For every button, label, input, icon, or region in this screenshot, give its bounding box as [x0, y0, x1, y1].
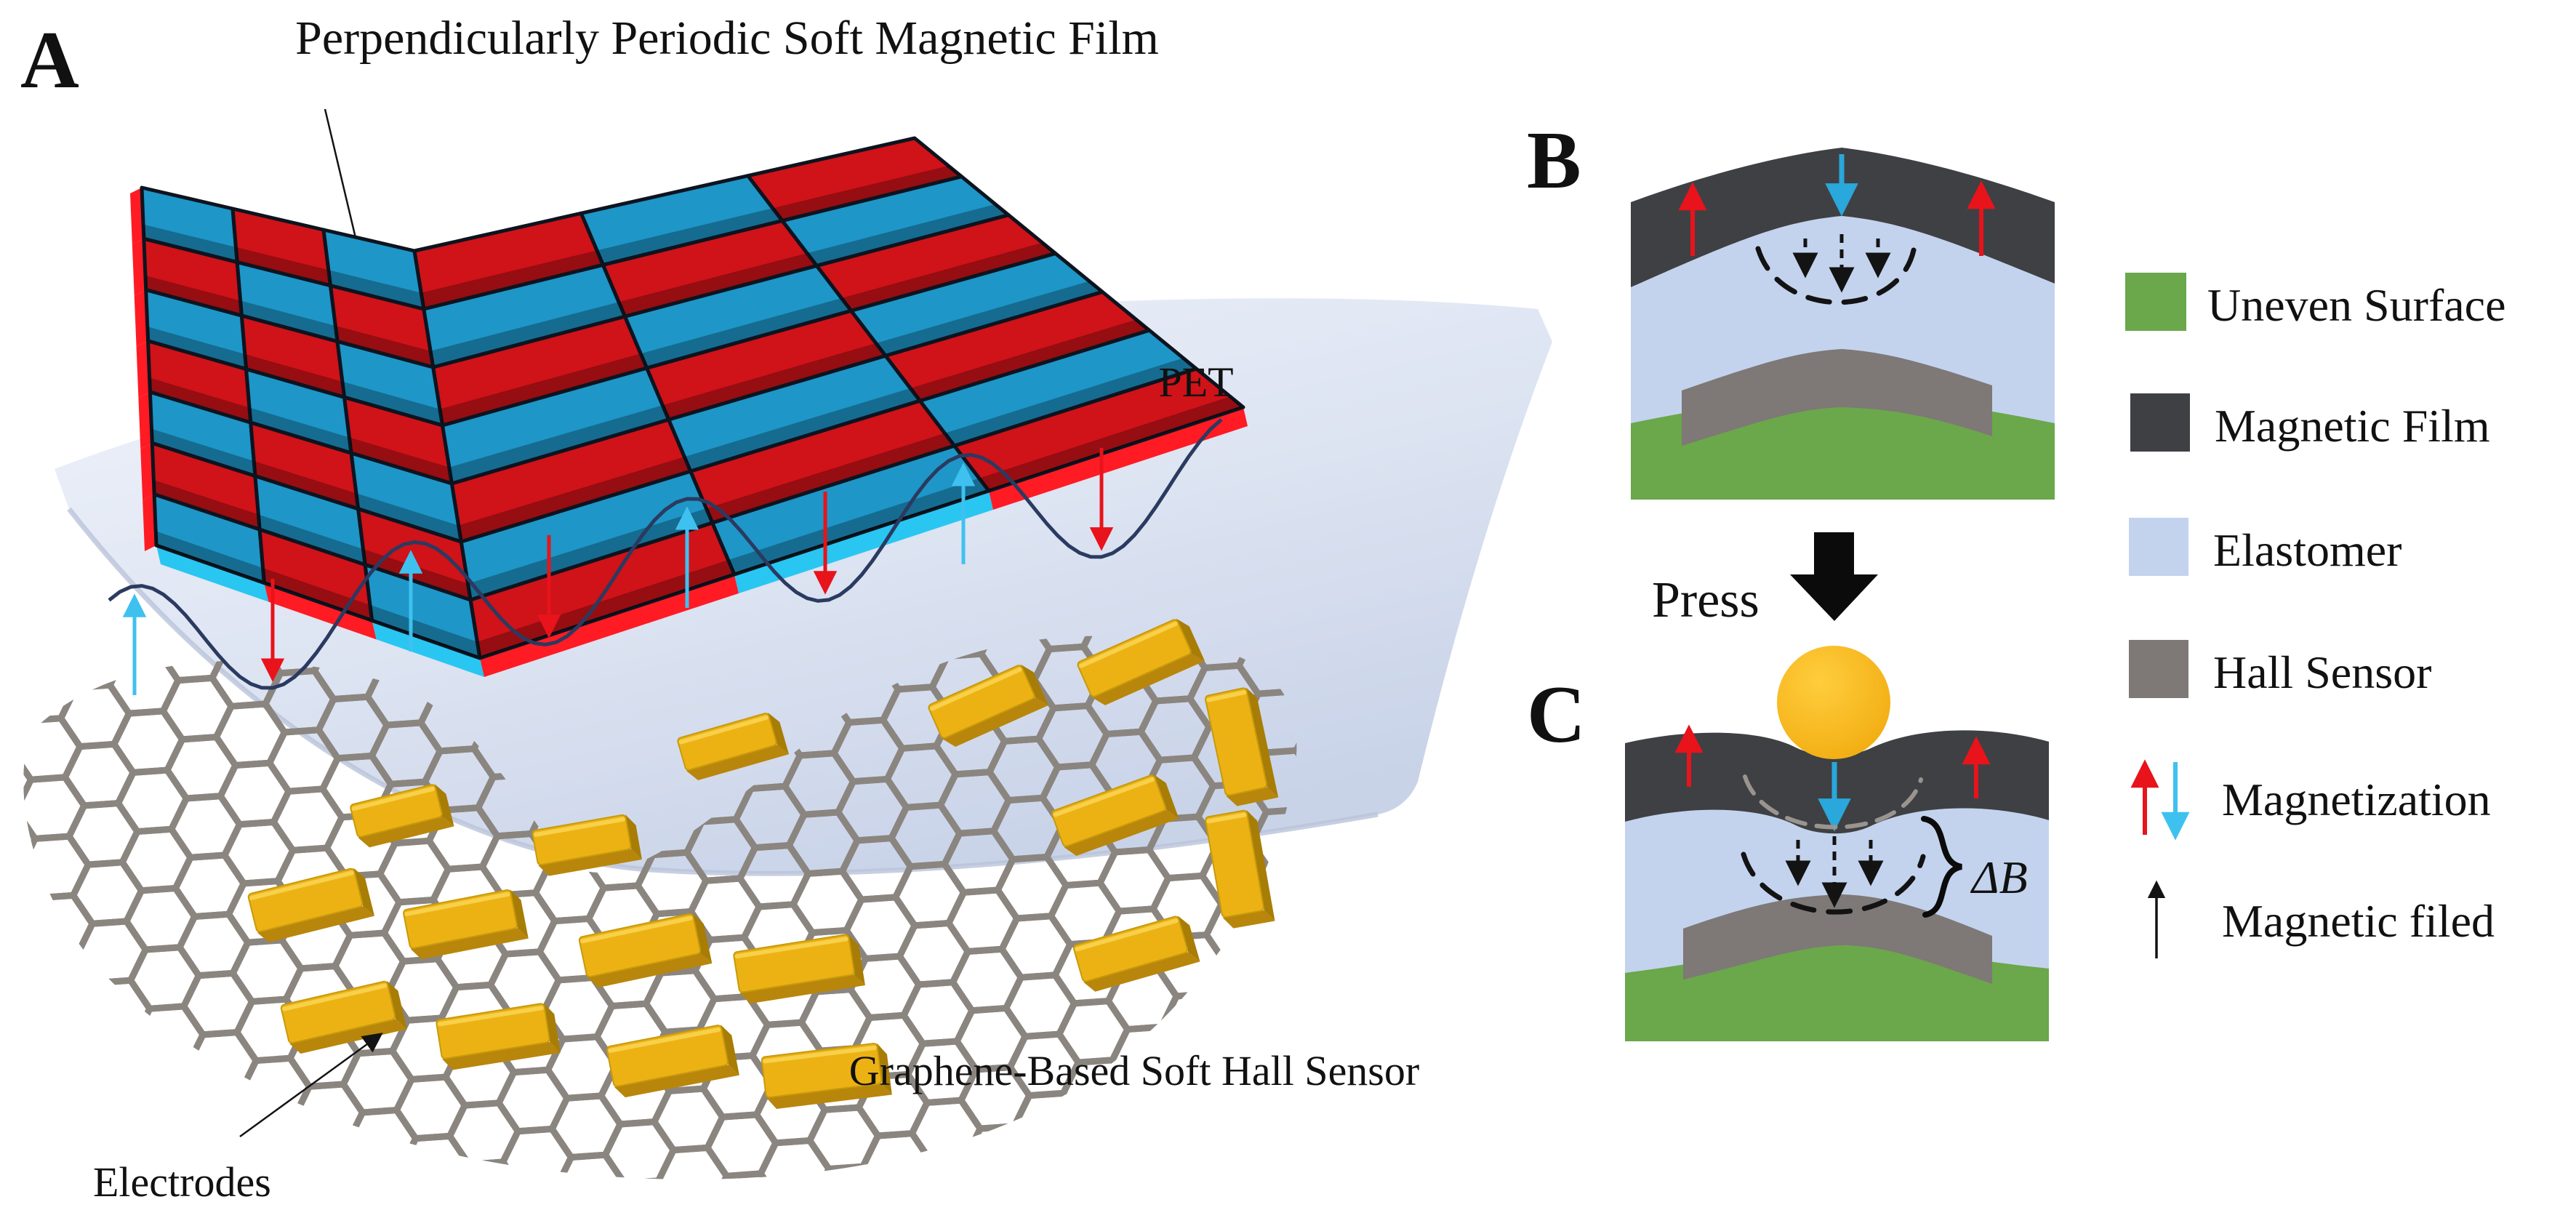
c-dashed-field-curve-old: [1743, 774, 1923, 830]
hall-sensor-swatch-icon: [2129, 640, 2188, 698]
delta-b-label: ΔB: [1970, 852, 2028, 903]
legend-label: Magnetic Film: [2215, 400, 2490, 452]
electrode-bar: [733, 934, 865, 1004]
electrode-bar: [677, 712, 790, 781]
b-magnetic-film-layer: [1631, 148, 2055, 287]
panel-a: A Perpendicularly Periodic Soft Magnetic…: [20, 12, 1552, 1206]
legend-item-magnetization: Magnetization: [2130, 759, 2491, 841]
legend-label: Uneven Surface: [2207, 279, 2505, 331]
legend-item-elastomer: Elastomer: [2129, 518, 2402, 576]
panel-b-letter: B: [1527, 116, 1581, 206]
panel-a-title: Perpendicularly Periodic Soft Magnetic F…: [295, 12, 1159, 65]
periodic-magnetic-film: [130, 136, 1248, 677]
electrode-bar: [531, 814, 642, 876]
panel-c: C ΔB: [1527, 646, 2049, 1041]
panel-a-letter: A: [20, 15, 79, 105]
c-dashed-field-curve-new: [1741, 852, 1926, 915]
press-label: Press: [1652, 572, 1760, 628]
delta-b-brace: [1921, 816, 1963, 918]
magnetization-wave-group: [108, 418, 1223, 696]
legend-label: Hall Sensor: [2213, 646, 2431, 698]
press-ball: [1777, 646, 1890, 759]
electrode-bar: [403, 889, 529, 960]
c-uneven-surface-layer: [1625, 945, 2049, 1041]
electrode-bar: [1051, 774, 1179, 856]
hall-sensor-caption: Graphene-Based Soft Hall Sensor: [849, 1047, 1419, 1094]
electrode-bar: [606, 1025, 739, 1098]
electrode-bar: [436, 1003, 561, 1070]
electrodes-group: [247, 618, 1279, 1109]
electrode-bar: [928, 664, 1048, 747]
legend-item-magnetic-field: Magnetic filed: [2147, 880, 2495, 958]
legend-item-hall-sensor: Hall Sensor: [2129, 640, 2431, 698]
press-indicator: Press: [1652, 532, 1878, 628]
press-thick-down-arrow-icon: [1790, 532, 1878, 621]
electrode-bar: [1072, 915, 1200, 992]
legend-label: Magnetization: [2222, 774, 2491, 825]
electrodes-pointer-arrow-icon: [239, 1033, 383, 1138]
panel-c-letter: C: [1527, 670, 1586, 760]
legend-item-magnetic-film: Magnetic Film: [2130, 393, 2490, 452]
electrode-bar: [761, 1043, 892, 1109]
uneven-surface-swatch-icon: [2125, 273, 2186, 331]
pet-label: PET: [1158, 358, 1233, 406]
legend-item-uneven-surface: Uneven Surface: [2125, 273, 2505, 331]
electrode-bar: [1205, 687, 1279, 806]
electrode-bar: [1205, 809, 1275, 929]
legend-label: Elastomer: [2213, 524, 2402, 576]
legend: Uneven Surface Magnetic Film Elastomer H…: [2125, 273, 2505, 958]
electrode-bar: [280, 980, 407, 1054]
electrode-bar: [350, 784, 454, 848]
c-hall-sensor-layer: [1683, 894, 1992, 984]
magnetic-film-swatch-icon: [2130, 393, 2190, 452]
electrode-bar: [247, 868, 375, 942]
electrodes-caption: Electrodes: [93, 1158, 271, 1206]
magnetization-arrows-icon: [2130, 759, 2190, 841]
legend-label: Magnetic filed: [2222, 895, 2495, 947]
electrode-bar: [578, 913, 713, 988]
panel-b: B: [1527, 116, 2055, 500]
elastomer-swatch-icon: [2129, 518, 2188, 576]
b-hall-sensor-layer: [1682, 349, 1992, 446]
electrode-bar: [1077, 618, 1205, 705]
